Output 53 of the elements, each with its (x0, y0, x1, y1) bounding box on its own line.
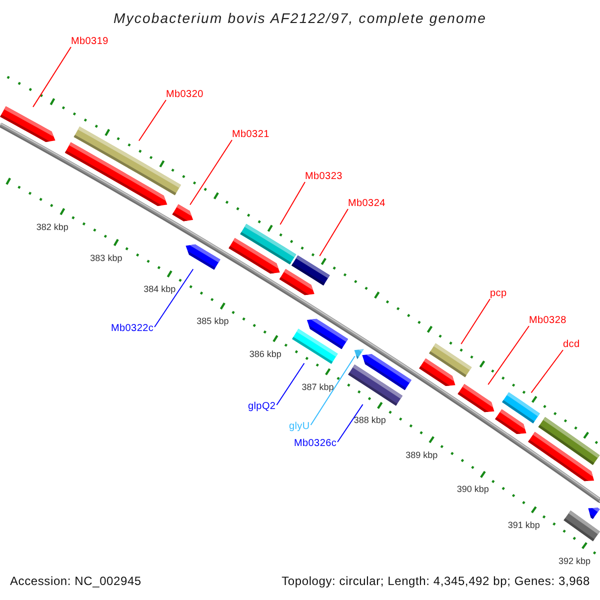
gene-bar (292, 328, 338, 364)
leader-line (530, 350, 564, 394)
gene-label: Mb0328 (529, 315, 566, 326)
tick-label: 391 kbp (508, 520, 540, 530)
tick-label: 384 kbp (144, 284, 176, 294)
tick-label: 382 kbp (36, 222, 68, 232)
gene-label: glyU (289, 421, 310, 432)
gene-bar (279, 269, 314, 296)
gene-bar (419, 358, 456, 386)
gene-bar (354, 349, 364, 360)
leader-line (276, 362, 305, 406)
leader-line (154, 268, 194, 328)
gene-bar (228, 238, 280, 274)
gene-label: Mb0324 (348, 198, 386, 209)
leader-line (138, 100, 166, 142)
tick-label: 387 kbp (302, 382, 334, 392)
leader-line (319, 208, 348, 256)
gene-label: Mb0326c (294, 438, 337, 449)
gene-label: Mb0323 (305, 171, 342, 182)
tick-label: 383 kbp (90, 252, 122, 262)
gene-bar (186, 244, 220, 270)
gene-bar (588, 508, 600, 519)
leader-line (280, 182, 306, 226)
genome-summary-text: Topology: circular; Length: 4,345,492 bp; Genes: 3,968 (282, 574, 590, 588)
gene-label: Mb0321 (232, 129, 270, 140)
gene-label: Mb0319 (71, 36, 108, 47)
gene-bar (64, 142, 168, 206)
gene-label: Mb0320 (166, 89, 204, 100)
accession-text: Accession: NC_002945 (10, 574, 142, 588)
leader-line (310, 356, 356, 426)
gene-label: pcp (490, 288, 507, 299)
gene-bar (528, 432, 594, 482)
gene-bar (458, 384, 494, 412)
tick-label: 388 kbp (354, 415, 386, 426)
leader-line (460, 298, 490, 344)
gene-label: Mb0322c (111, 323, 154, 334)
gene-bar (348, 364, 403, 406)
leader-line (337, 404, 364, 442)
tick-label: 389 kbp (406, 450, 438, 460)
gene-bar (0, 106, 56, 142)
gene-bar (172, 204, 194, 222)
diagram-title: Mycobacterium bovis AF2122/97, complete genome (113, 9, 487, 27)
tick-label: 385 kbp (196, 316, 229, 326)
gene-label: glpQ2 (248, 401, 276, 412)
tick-label: 390 kbp (456, 484, 489, 494)
gene-label: dcd (563, 339, 580, 350)
gene-bar (564, 510, 600, 542)
leader-line (32, 46, 72, 108)
tick-label: 392 kbp (558, 556, 590, 566)
gene-bar (495, 409, 526, 434)
tick-label: 386 kbp (249, 348, 282, 359)
leader-line (488, 326, 530, 386)
leader-line (190, 140, 232, 206)
